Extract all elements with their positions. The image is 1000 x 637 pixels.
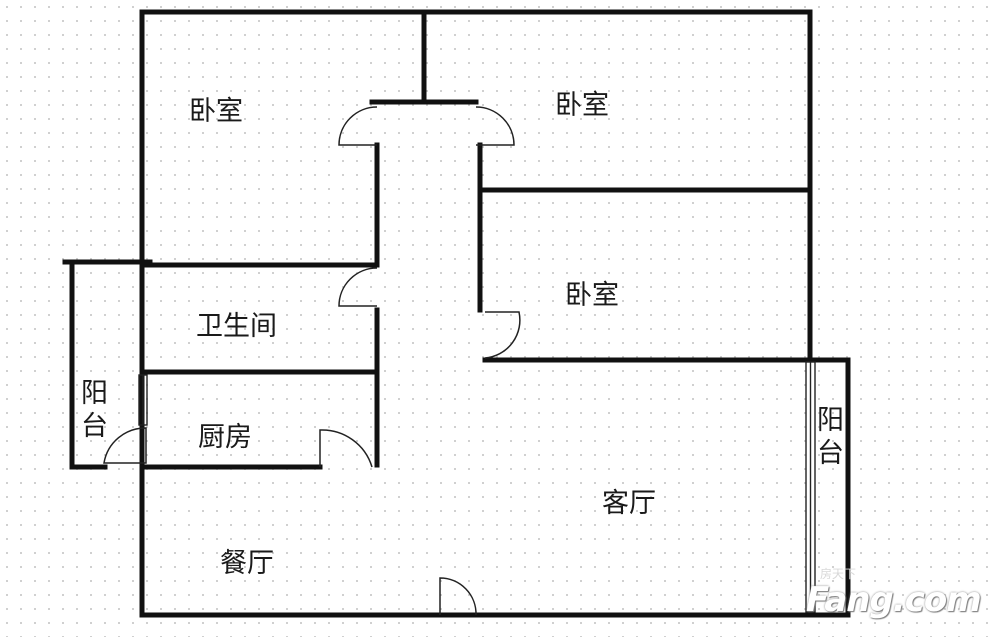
room-label-bedroom: 卧室 (189, 96, 243, 127)
room-label-bedroom: 卧室 (565, 280, 619, 311)
doors (103, 106, 521, 616)
room-label-living-room: 客厅 (602, 488, 656, 519)
room-label-balcony: 阳台 (812, 405, 843, 471)
walls (62, 9, 851, 618)
watermark-brand: 房天下 (820, 567, 857, 581)
watermark-logo: Fang.com (806, 580, 982, 620)
room-label-bathroom: 卫生间 (196, 311, 277, 342)
room-label-bedroom: 卧室 (555, 90, 609, 121)
room-label-dining-room: 餐厅 (220, 548, 274, 579)
room-label-kitchen: 厨房 (198, 422, 252, 453)
windows (138, 361, 816, 613)
room-label-balcony: 阳台 (76, 378, 107, 444)
